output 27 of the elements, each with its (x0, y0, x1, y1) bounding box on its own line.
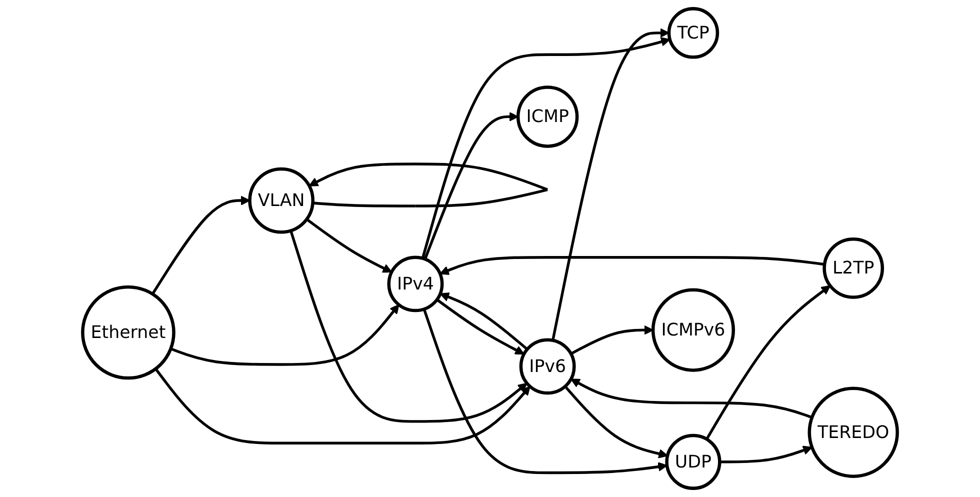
node-circle: IPv6 (519, 338, 576, 395)
node-circle: ICMP (516, 86, 579, 148)
arrow (421, 37, 670, 259)
arrow (422, 308, 668, 474)
node-circle: Ethernet (81, 285, 176, 380)
arrow (570, 325, 654, 356)
node-circle: ICMPv6 (651, 288, 735, 372)
arrow (151, 196, 250, 295)
arrow (720, 446, 812, 464)
arrow (290, 230, 528, 423)
arrow (564, 386, 668, 458)
node-circle: UDP (665, 434, 722, 490)
node-circle: VLAN (248, 167, 314, 234)
node-circle: TEREDO (808, 386, 899, 478)
node-circle: IPv4 (387, 256, 444, 312)
arrow (424, 112, 518, 260)
arrow (706, 285, 831, 440)
arrow (170, 304, 400, 366)
arrow (436, 298, 524, 355)
arrow (154, 368, 530, 445)
arrow (440, 256, 825, 275)
arrow (570, 378, 812, 419)
node-circle: L2TP (822, 238, 884, 299)
node-circle: TCP (667, 7, 720, 59)
arrow (440, 292, 528, 350)
arrow (306, 218, 392, 273)
arrow (552, 28, 670, 341)
